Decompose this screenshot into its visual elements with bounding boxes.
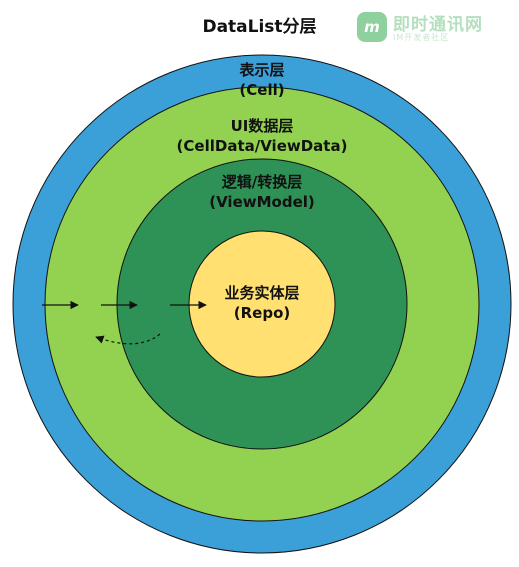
watermark: m 即时通讯网 IM开发者社区 [357, 10, 507, 46]
business-entity-layer-ring [188, 230, 336, 378]
logic-layer-name: 逻辑/转换层 [221, 173, 303, 191]
logic-layer-sub: (ViewModel) [209, 193, 315, 211]
business-entity-layer-label: 业务实体层 (Repo) [132, 283, 392, 323]
logic-layer-label: 逻辑/转换层 (ViewModel) [132, 172, 392, 212]
business-entity-layer-sub: (Repo) [233, 304, 291, 322]
presentation-layer-label: 表示层 (Cell) [132, 60, 392, 100]
ui-data-layer-sub: (CellData/ViewData) [176, 137, 348, 155]
watermark-text: 即时通讯网 [393, 15, 483, 35]
ui-data-layer-name: UI数据层 [230, 117, 294, 135]
watermark-logo-icon: m [357, 12, 387, 42]
watermark-subtext: IM开发者社区 [393, 33, 450, 42]
presentation-layer-name: 表示层 [239, 61, 285, 79]
diagram-title: DataList分层 [202, 17, 317, 37]
presentation-layer-sub: (Cell) [239, 81, 285, 99]
ui-data-layer-label: UI数据层 (CellData/ViewData) [132, 116, 392, 156]
business-entity-layer-name: 业务实体层 [224, 284, 300, 302]
